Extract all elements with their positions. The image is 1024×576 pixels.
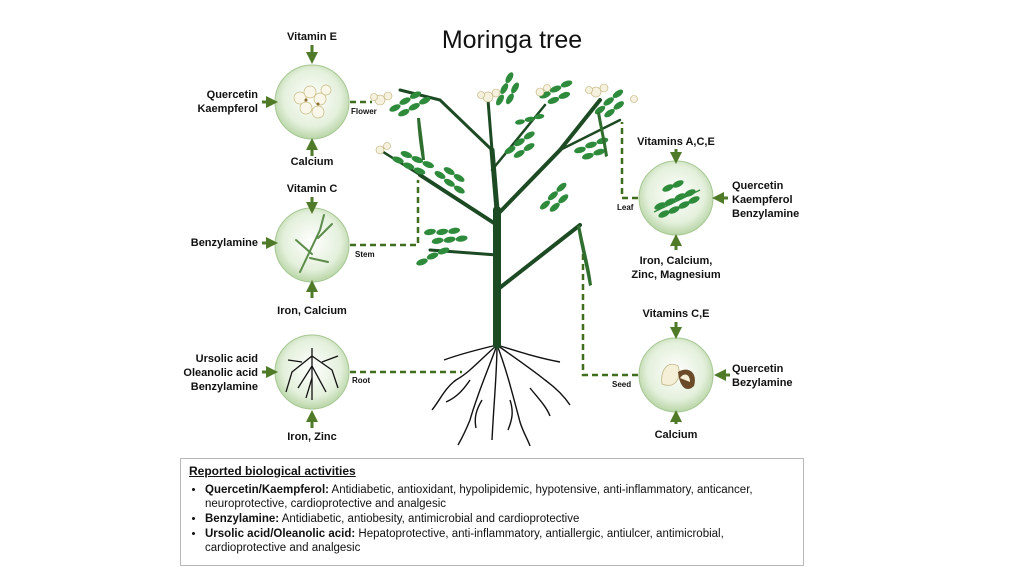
leaf-bottom-label: Iron, Calcium,: [639, 255, 713, 267]
flower-circle: [274, 64, 350, 140]
root-left-labels: Ursolic acid Oleanolic acid Benzylamine: [160, 352, 258, 394]
seed-part-label: Seed: [612, 380, 632, 389]
leaf-bottom-label: Zinc, Magnesium: [631, 269, 721, 281]
biological-activities-box: Reported biological activities Quercetin…: [180, 458, 804, 566]
activity-compound: Quercetin/Kaempferol:: [205, 484, 329, 496]
activity-description: Antidiabetic, antioxidant, hypolipidemic…: [205, 484, 753, 510]
flower-bottom-label: Calcium: [290, 156, 334, 168]
stem-top-label: Vitamin C: [286, 183, 338, 195]
seed-right-labels: Quercetin Bezylamine: [732, 362, 832, 390]
nutrient-arrows: [262, 45, 730, 428]
stem-left-label: Benzylamine: [190, 237, 258, 249]
activity-description: Antidiabetic, antiobesity, antimicrobial…: [279, 513, 580, 525]
flower-left-label: Kaempferol: [197, 103, 258, 115]
activity-description: Hepatoprotective, anti-inflammatory, ant…: [205, 528, 724, 554]
activities-heading: Reported biological activities: [189, 464, 356, 478]
leaf-right-label: Kaempferol: [732, 194, 793, 206]
leaf-part-label: Leaf: [617, 203, 634, 212]
moringa-tree-illustration: [370, 72, 638, 447]
root-part-label: Root: [352, 376, 371, 385]
root-left-label: Benzylamine: [190, 381, 258, 393]
leaf-top-label: Vitamins A,C,E: [637, 136, 715, 148]
leaf-connector: [620, 122, 638, 200]
seed-connector: [581, 245, 638, 377]
flower-part-label: Flower: [351, 107, 377, 116]
activity-item: Ursolic acid/Oleanolic acid: Hepatoprote…: [205, 527, 795, 555]
roots: [431, 344, 571, 447]
flower-top-label: Vitamin E: [287, 31, 337, 43]
leaflets: [389, 72, 624, 266]
seed-bottom-label: Calcium: [654, 429, 698, 441]
root-left-label: Oleanolic acid: [183, 367, 258, 379]
connector-lines: [350, 100, 638, 377]
leaf-right-labels: Quercetin Kaempferol Benzylamine: [732, 179, 832, 221]
stem-bottom-label: Iron, Calcium: [277, 305, 347, 317]
root-circle: [274, 334, 350, 410]
flower-left-label: Quercetin: [206, 89, 258, 101]
stem-circle: [274, 207, 350, 283]
root-left-label: Ursolic acid: [195, 353, 258, 365]
leaf-bottom-labels: Iron, Calcium, Zinc, Magnesium: [606, 254, 746, 282]
activity-compound: Benzylamine:: [205, 513, 280, 525]
seed-pods: [417, 112, 608, 286]
flower-clusters: [370, 83, 638, 155]
flower-left-labels: Quercetin Kaempferol: [170, 88, 258, 116]
leaf-circle: [638, 160, 714, 236]
leaf-right-label: Quercetin: [732, 180, 784, 192]
root-bottom-label: Iron, Zinc: [287, 431, 337, 443]
stem-connector: [350, 180, 420, 247]
activities-list: Quercetin/Kaempferol: Antidiabetic, anti…: [189, 483, 795, 555]
activity-item: Benzylamine: Antidiabetic, antiobesity, …: [205, 512, 795, 526]
activity-compound: Ursolic acid/Oleanolic acid:: [205, 528, 356, 540]
leaf-right-label: Benzylamine: [732, 208, 800, 220]
diagram-title: Moringa tree: [441, 26, 583, 54]
seed-circle: [638, 337, 714, 413]
seed-right-label: Quercetin: [732, 363, 784, 375]
stem-part-label: Stem: [355, 250, 375, 259]
seed-right-label: Bezylamine: [732, 377, 793, 389]
activity-item: Quercetin/Kaempferol: Antidiabetic, anti…: [205, 483, 795, 511]
seed-top-label: Vitamins C,E: [642, 308, 710, 320]
